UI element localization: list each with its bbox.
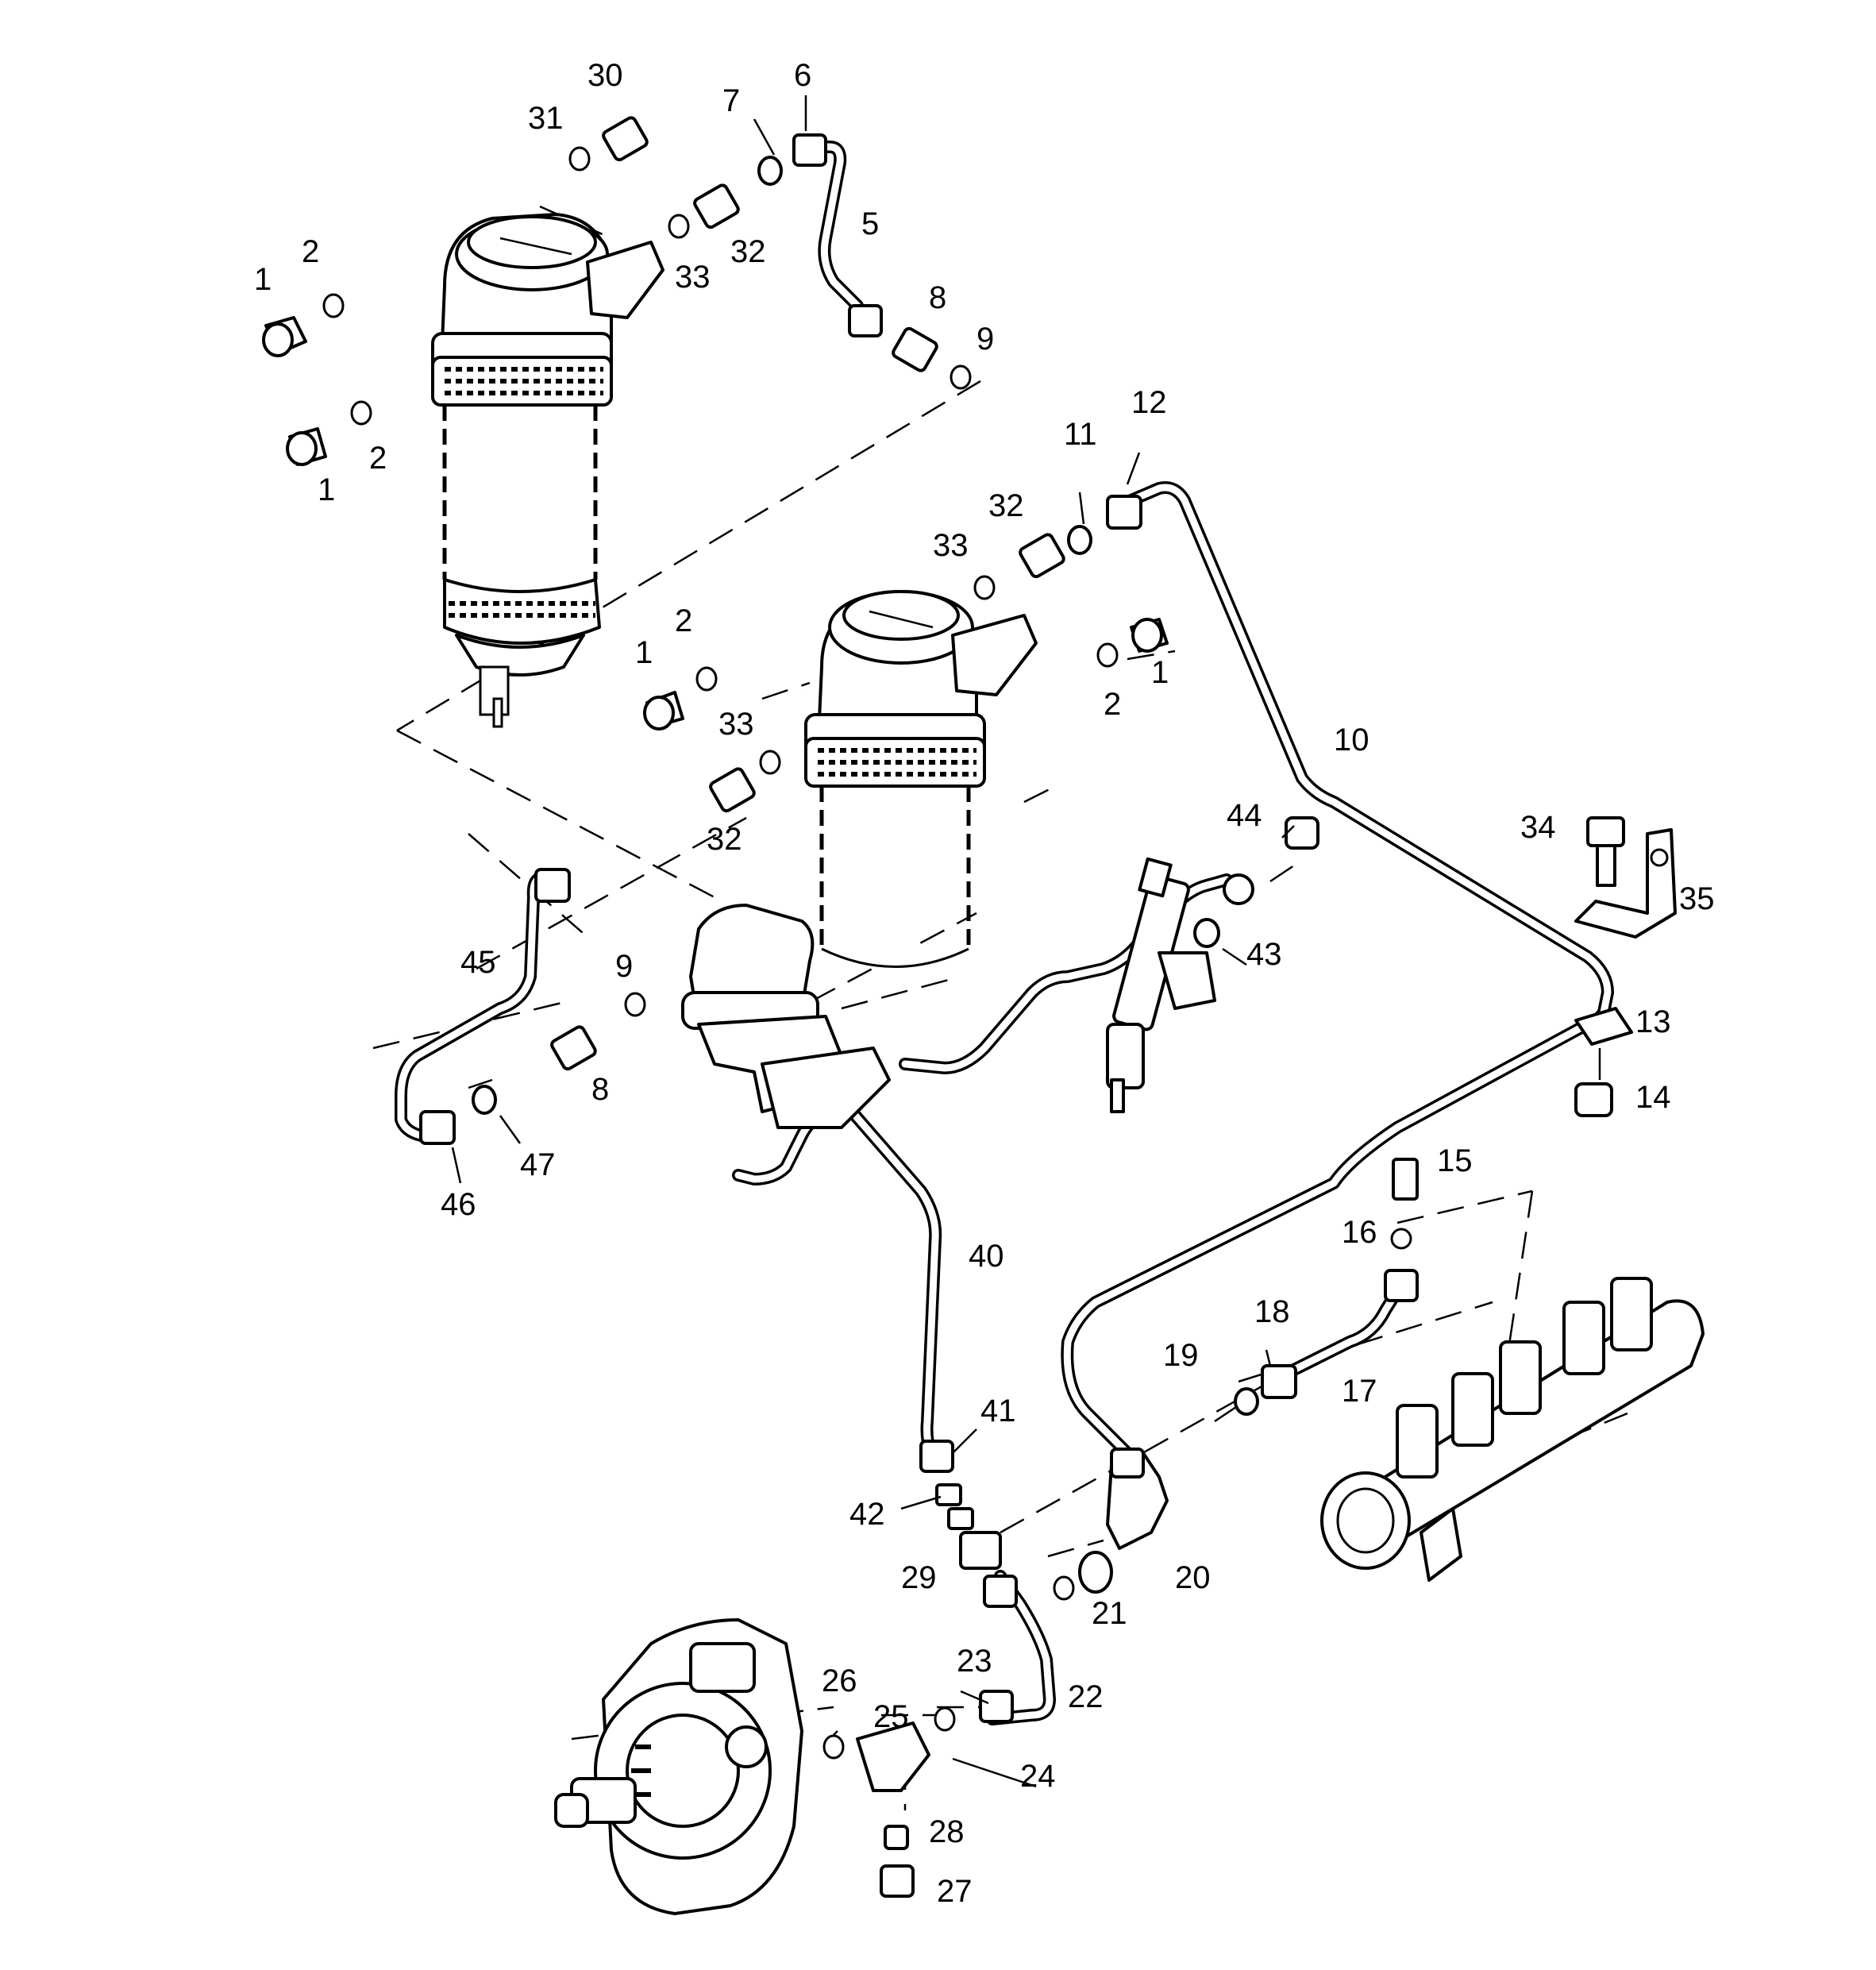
priming-pump [681,904,891,1129]
callout-19: 19 [1163,1338,1199,1373]
callout-10: 10 [1334,723,1369,758]
callout-18: 18 [1254,1294,1290,1329]
high-pressure-pump [554,1618,803,1915]
injector [1106,857,1216,1113]
callout-25: 25 [873,1699,909,1734]
callout-42: 42 [849,1497,885,1532]
callout-26: 26 [822,1664,857,1698]
callout-20: 20 [1175,1560,1211,1595]
callout-33: 33 [933,528,969,563]
callout-2: 2 [1104,687,1121,722]
callout-33: 33 [718,707,754,742]
callout-8: 8 [929,280,946,315]
callout-30: 30 [587,58,623,93]
callout-32: 32 [988,488,1024,523]
callout-32: 32 [730,234,766,269]
callout-1: 1 [318,472,335,507]
callout-44: 44 [1227,798,1262,833]
callout-leader-lines [451,95,1601,1788]
common-rail [1320,1277,1705,1582]
fuel-filter-upper [431,213,664,728]
callout-31: 31 [528,101,564,136]
callout-35: 35 [1679,881,1715,916]
callout-9: 9 [977,322,994,357]
callout-7: 7 [722,83,740,118]
callout-40: 40 [969,1239,1004,1274]
callout-27: 27 [937,1874,973,1909]
callout-13: 13 [1635,1004,1671,1039]
callout-9: 9 [615,949,633,984]
callout-2: 2 [369,441,387,476]
callout-1: 1 [254,262,272,297]
callout-1: 1 [635,635,653,670]
callout-28: 28 [929,1814,965,1849]
callout-33: 33 [675,260,711,295]
callout-29: 29 [901,1560,937,1595]
callout-8: 8 [591,1072,609,1107]
callout-46: 46 [441,1187,476,1222]
callout-2: 2 [302,234,319,269]
callout-16: 16 [1342,1215,1377,1250]
callout-labels: 30 31 7 6 5 2 1 33 32 8 9 2 1 12 11 32 3… [254,58,1715,1909]
callout-6: 6 [794,58,811,93]
callout-32: 32 [707,822,742,857]
callout-11: 11 [1064,417,1097,452]
rail-injector-ports [1396,1277,1653,1478]
callout-5: 5 [861,206,879,241]
callout-41: 41 [980,1394,1016,1428]
callout-45: 45 [460,945,496,980]
callout-24: 24 [1020,1759,1056,1794]
callout-1: 1 [1151,655,1169,690]
callout-34: 34 [1520,810,1556,845]
callout-22: 22 [1068,1679,1104,1714]
small-parts [262,116,1677,1898]
callout-21: 21 [1092,1596,1127,1631]
callout-47: 47 [520,1147,556,1182]
fuel-filter-lower [804,590,1038,968]
callout-15: 15 [1437,1143,1473,1178]
callout-17: 17 [1342,1374,1377,1409]
callout-23: 23 [957,1644,992,1679]
callout-12: 12 [1131,385,1167,420]
callout-2: 2 [675,603,692,638]
callout-14: 14 [1635,1080,1671,1115]
callout-43: 43 [1246,937,1282,972]
